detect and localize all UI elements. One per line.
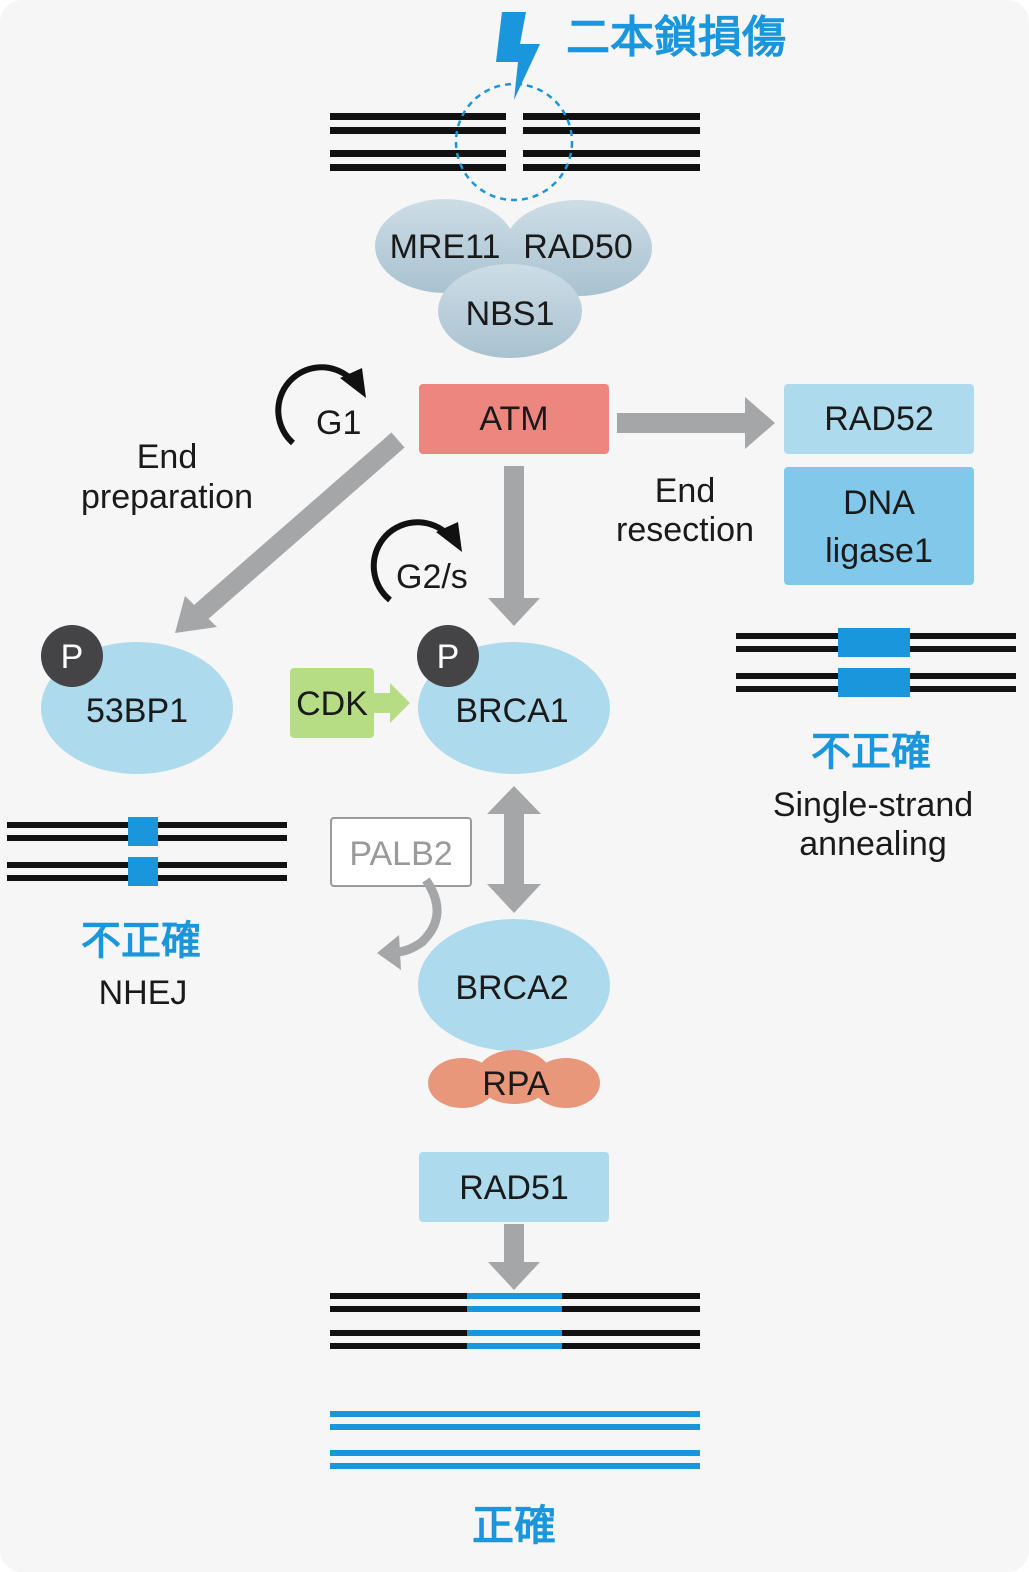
brca1-phospho-label: P — [437, 638, 460, 676]
nbs1-blob — [438, 264, 582, 358]
dna-ligase-line1: DNA — [843, 484, 915, 522]
53bp1-phospho-badge — [41, 625, 103, 687]
fully-repaired-dna — [330, 1411, 700, 1469]
rad52-box — [784, 384, 974, 454]
arrow-brca1-brca2 — [487, 786, 541, 913]
broken-dna-strands — [330, 113, 700, 171]
nhej-label: NHEJ — [99, 974, 188, 1012]
hr-repaired-dna — [330, 1293, 700, 1349]
ssa-label-line2: annealing — [799, 825, 946, 863]
brca1-label: BRCA1 — [455, 692, 568, 730]
ssa-accuracy: 不正確 — [811, 729, 931, 775]
dna-ligase-box — [784, 467, 974, 585]
nhej-dna — [7, 817, 287, 886]
rad50-label: RAD50 — [523, 228, 633, 266]
rpa-cluster — [428, 1050, 600, 1108]
ssa-label-line1: Single-strand — [773, 786, 973, 824]
end-resection-line2: resection — [616, 511, 754, 549]
atm-box — [419, 384, 609, 454]
nhej-accuracy: 不正確 — [81, 918, 201, 964]
title: 二本鎖損傷 — [566, 12, 786, 63]
ssa-dna — [736, 628, 1016, 697]
palb2-box — [330, 817, 472, 887]
brca2-label: BRCA2 — [455, 969, 568, 1007]
g2s-label: G2/s — [396, 558, 468, 596]
lightning-icon — [496, 12, 540, 100]
g1-label: G1 — [316, 404, 361, 442]
cdk-arrow — [372, 683, 410, 723]
brca2-blob — [418, 919, 610, 1051]
arrow-atm-to-53bp1 — [175, 432, 405, 633]
rpa-label: RPA — [482, 1065, 550, 1103]
cdk-label: CDK — [296, 685, 368, 723]
mre11-label: MRE11 — [390, 228, 501, 266]
53bp1-label: 53BP1 — [86, 692, 188, 730]
g1-cycle-icon: G1 — [275, 364, 366, 446]
arrow-atm-to-rad52 — [617, 397, 775, 449]
g2s-cycle-icon: G2/s — [370, 519, 468, 603]
hr-accuracy: 正確 — [472, 1501, 556, 1550]
arrow-atm-to-brca1 — [488, 466, 540, 626]
nbs1-label: NBS1 — [466, 295, 555, 333]
arrow-rad51-to-dna — [488, 1224, 540, 1290]
palb2-label: PALB2 — [349, 835, 452, 873]
break-site-circle — [454, 82, 574, 202]
end-preparation-line1: End — [137, 438, 198, 476]
rad52-label: RAD52 — [824, 400, 934, 438]
end-resection-line1: End — [655, 472, 716, 510]
end-preparation-line2: preparation — [81, 478, 253, 516]
53bp1-phospho-label: P — [61, 638, 84, 676]
brca1-phospho-badge — [417, 625, 479, 687]
rad51-box — [419, 1152, 609, 1222]
mrn-complex: MRE11 RAD50 NBS1 — [375, 199, 652, 358]
palb2-curved-arrow — [377, 877, 442, 970]
cdk-box — [290, 668, 374, 738]
dna-ligase-line2: ligase1 — [825, 532, 933, 570]
atm-label: ATM — [479, 400, 548, 438]
rad51-label: RAD51 — [459, 1169, 569, 1207]
